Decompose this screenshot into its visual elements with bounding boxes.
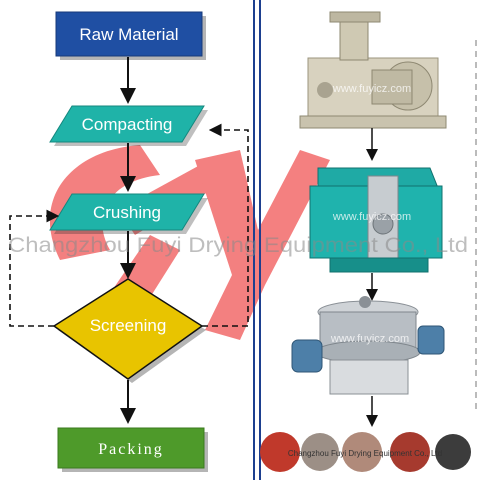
screening-label: Screening: [90, 316, 167, 335]
screener-machine-icon: www.fuyicz.com: [291, 296, 445, 395]
packing-label: Packing: [98, 441, 164, 458]
crushing-node: Crushing: [49, 193, 208, 234]
compacting-label: Compacting: [82, 115, 173, 134]
screener-url-watermark: www.fuyicz.com: [330, 333, 409, 345]
compacting-node: Compacting: [49, 105, 208, 146]
raw-material-label: Raw Material: [79, 25, 178, 44]
granule-sample-brown: [342, 432, 382, 472]
crusher-url-watermark: www.fuyicz.com: [332, 211, 411, 223]
granule-sample-grey: [301, 433, 339, 471]
crusher-machine-icon: www.fuyicz.com: [309, 167, 443, 273]
granule-sample-dark-red: [390, 432, 430, 472]
granule-sample-red: [260, 432, 300, 472]
granule-sample-black: [435, 434, 471, 470]
granule-samples-icon: Changzhou Fuyi Drying Equipment Co., Ltd: [260, 432, 471, 472]
logo-y-shape: [195, 150, 330, 340]
feedback-loop-to-compacting: [202, 123, 249, 327]
compactor-url-watermark: www.fuyicz.com: [332, 83, 411, 95]
raw-material-node: Raw Material: [55, 11, 206, 60]
screening-node: Screening: [52, 278, 206, 383]
company-watermark: Changzhou Fuyi Drying Equipment Co., Ltd: [8, 234, 468, 257]
feedback-loop-to-crushing: [9, 209, 60, 327]
crushing-label: Crushing: [93, 203, 161, 222]
compactor-machine-icon: www.fuyicz.com: [299, 11, 447, 129]
granules-caption: Changzhou Fuyi Drying Equipment Co., Ltd: [288, 449, 442, 458]
packing-node: Packing: [57, 427, 208, 472]
